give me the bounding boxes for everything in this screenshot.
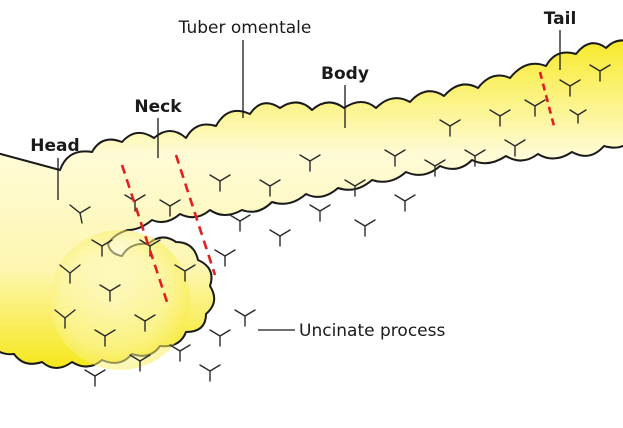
label-tuber-omentale: Tuber omentale bbox=[178, 18, 312, 38]
label-body: Body bbox=[321, 64, 369, 84]
label-head: Head bbox=[30, 136, 79, 156]
label-tail: Tail bbox=[544, 9, 577, 29]
label-neck: Neck bbox=[134, 97, 182, 117]
head-shading bbox=[50, 230, 190, 370]
label-uncinate-process: Uncinate process bbox=[299, 321, 445, 341]
